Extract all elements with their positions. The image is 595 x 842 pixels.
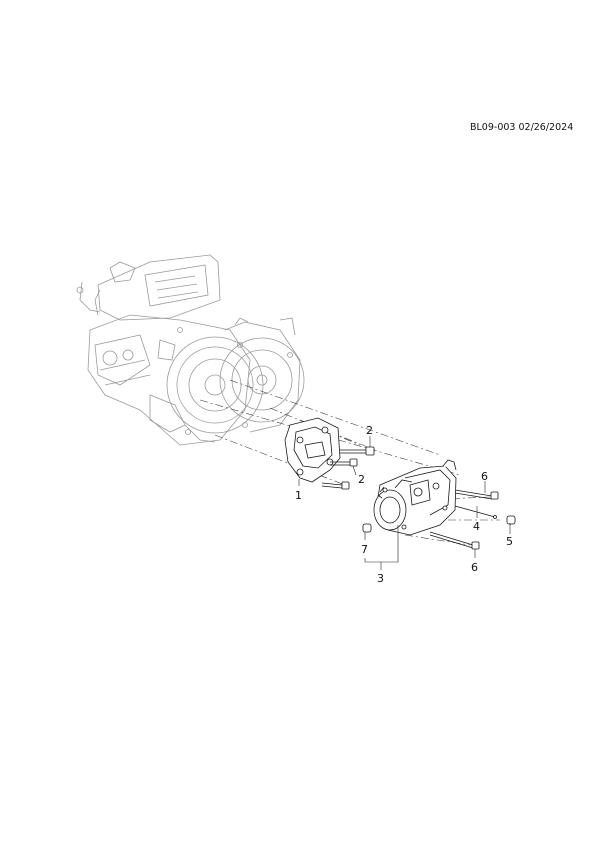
callout-2-upper: 2 — [366, 424, 373, 437]
leader-lines — [298, 436, 511, 570]
callout-3: 3 — [377, 572, 384, 585]
mounting-bracket-part — [284, 417, 341, 483]
callout-labels: 1 2 2 3 4 5 6 6 7 — [295, 424, 513, 585]
document-reference: BL09-003 02/26/2024 — [470, 122, 574, 133]
callout-1: 1 — [295, 489, 302, 502]
motor-unit-part — [373, 459, 457, 536]
fastener-parts — [321, 446, 516, 550]
callout-6-upper: 6 — [481, 470, 488, 483]
callout-4: 4 — [473, 520, 480, 533]
callout-2-lower: 2 — [358, 473, 365, 486]
callout-5: 5 — [506, 535, 513, 548]
callout-6-lower: 6 — [471, 561, 478, 574]
callout-7: 7 — [361, 543, 368, 556]
powertrain-assembly — [76, 254, 305, 446]
